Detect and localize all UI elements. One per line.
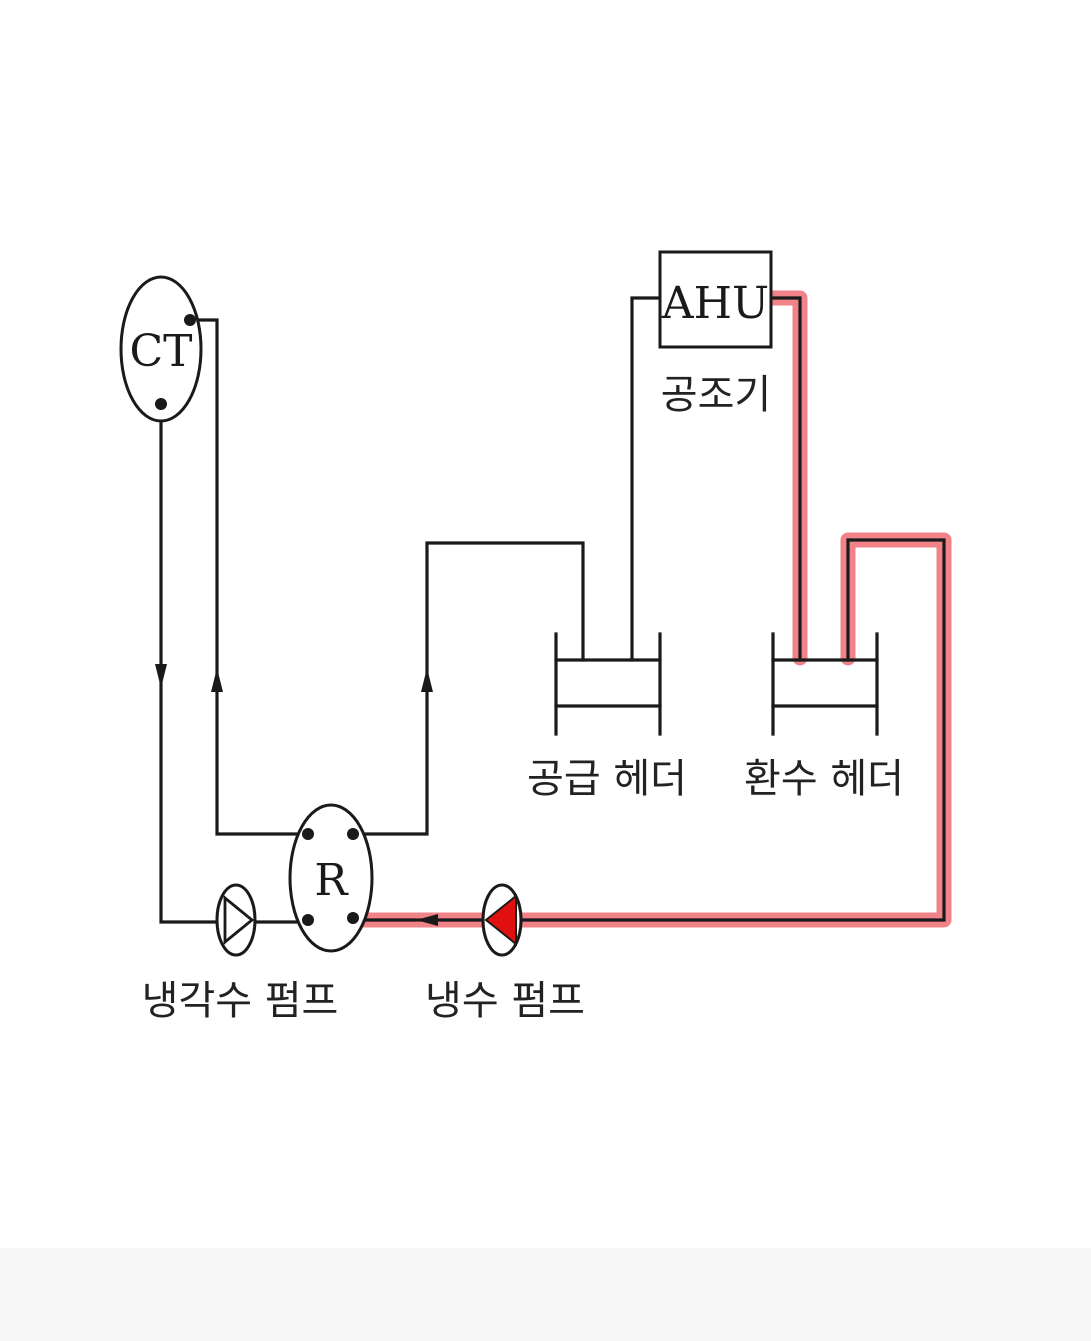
arrow-up-supply-line [421, 668, 433, 692]
diagram-area: CT R AHU 공조기 공급 헤더 환수 헤더 냉각 [119, 250, 952, 1024]
ahu-label: AHU [661, 278, 769, 329]
return-header [771, 632, 879, 736]
cooling-pump-outline [215, 883, 257, 957]
cooling-tower: CT [119, 275, 203, 423]
arrow-up-ct-return [211, 668, 223, 692]
chilled-water-pump [481, 883, 523, 957]
return-header-label: 환수 헤더 [744, 756, 904, 802]
flow-arrows [155, 664, 438, 926]
chilled-water-pump-label: 냉수 펌프 [425, 978, 585, 1024]
pipe-ahu-to-return-header [769, 296, 802, 662]
cooling-water-pump-label: 냉각수 펌프 [142, 978, 339, 1024]
arrow-down-ct-line [155, 664, 167, 688]
ahu-box [658, 250, 773, 349]
pipe-supply-header-to-ahu [630, 296, 662, 662]
hvac-piping-diagram: CT R AHU 공조기 공급 헤더 환수 헤더 냉각 [119, 250, 952, 1024]
bottom-bar [0, 1248, 1091, 1341]
cooling-water-pump [215, 883, 257, 957]
chilled-pump-triangle-icon [484, 893, 517, 947]
chiller-port-evaporator-out [347, 828, 359, 840]
chiller-label: R [314, 855, 349, 906]
cooling-tower-port-return [184, 314, 196, 326]
pipe-chiller-to-ct [188, 318, 310, 836]
piping [159, 296, 946, 924]
supply-header [554, 632, 662, 736]
pipe-ct-to-cooling-pump [159, 402, 220, 924]
highlight-return-header-loop [342, 532, 952, 928]
chiller-port-evaporator-in [347, 912, 359, 924]
highlighted-return-path [342, 290, 952, 928]
highlight-ahu-to-return-header [763, 290, 808, 666]
chiller: R [288, 803, 374, 953]
cooling-tower-port-outlet [155, 398, 167, 410]
ahu-korean-label: 공조기 [661, 372, 771, 418]
pipe-return-header-loop [518, 538, 946, 922]
cooling-pump-triangle-icon [223, 895, 255, 945]
arrow-left-chilled-line [416, 914, 438, 926]
supply-header-label: 공급 헤더 [527, 756, 687, 802]
cooling-tower-label: CT [129, 326, 192, 377]
pipe-chiller-to-supply-header [351, 541, 585, 836]
chiller-port-condenser-in [302, 914, 314, 926]
air-handling-unit: AHU [658, 250, 773, 349]
cooling-tower-outline [119, 275, 203, 423]
chiller-port-condenser-out [302, 828, 314, 840]
